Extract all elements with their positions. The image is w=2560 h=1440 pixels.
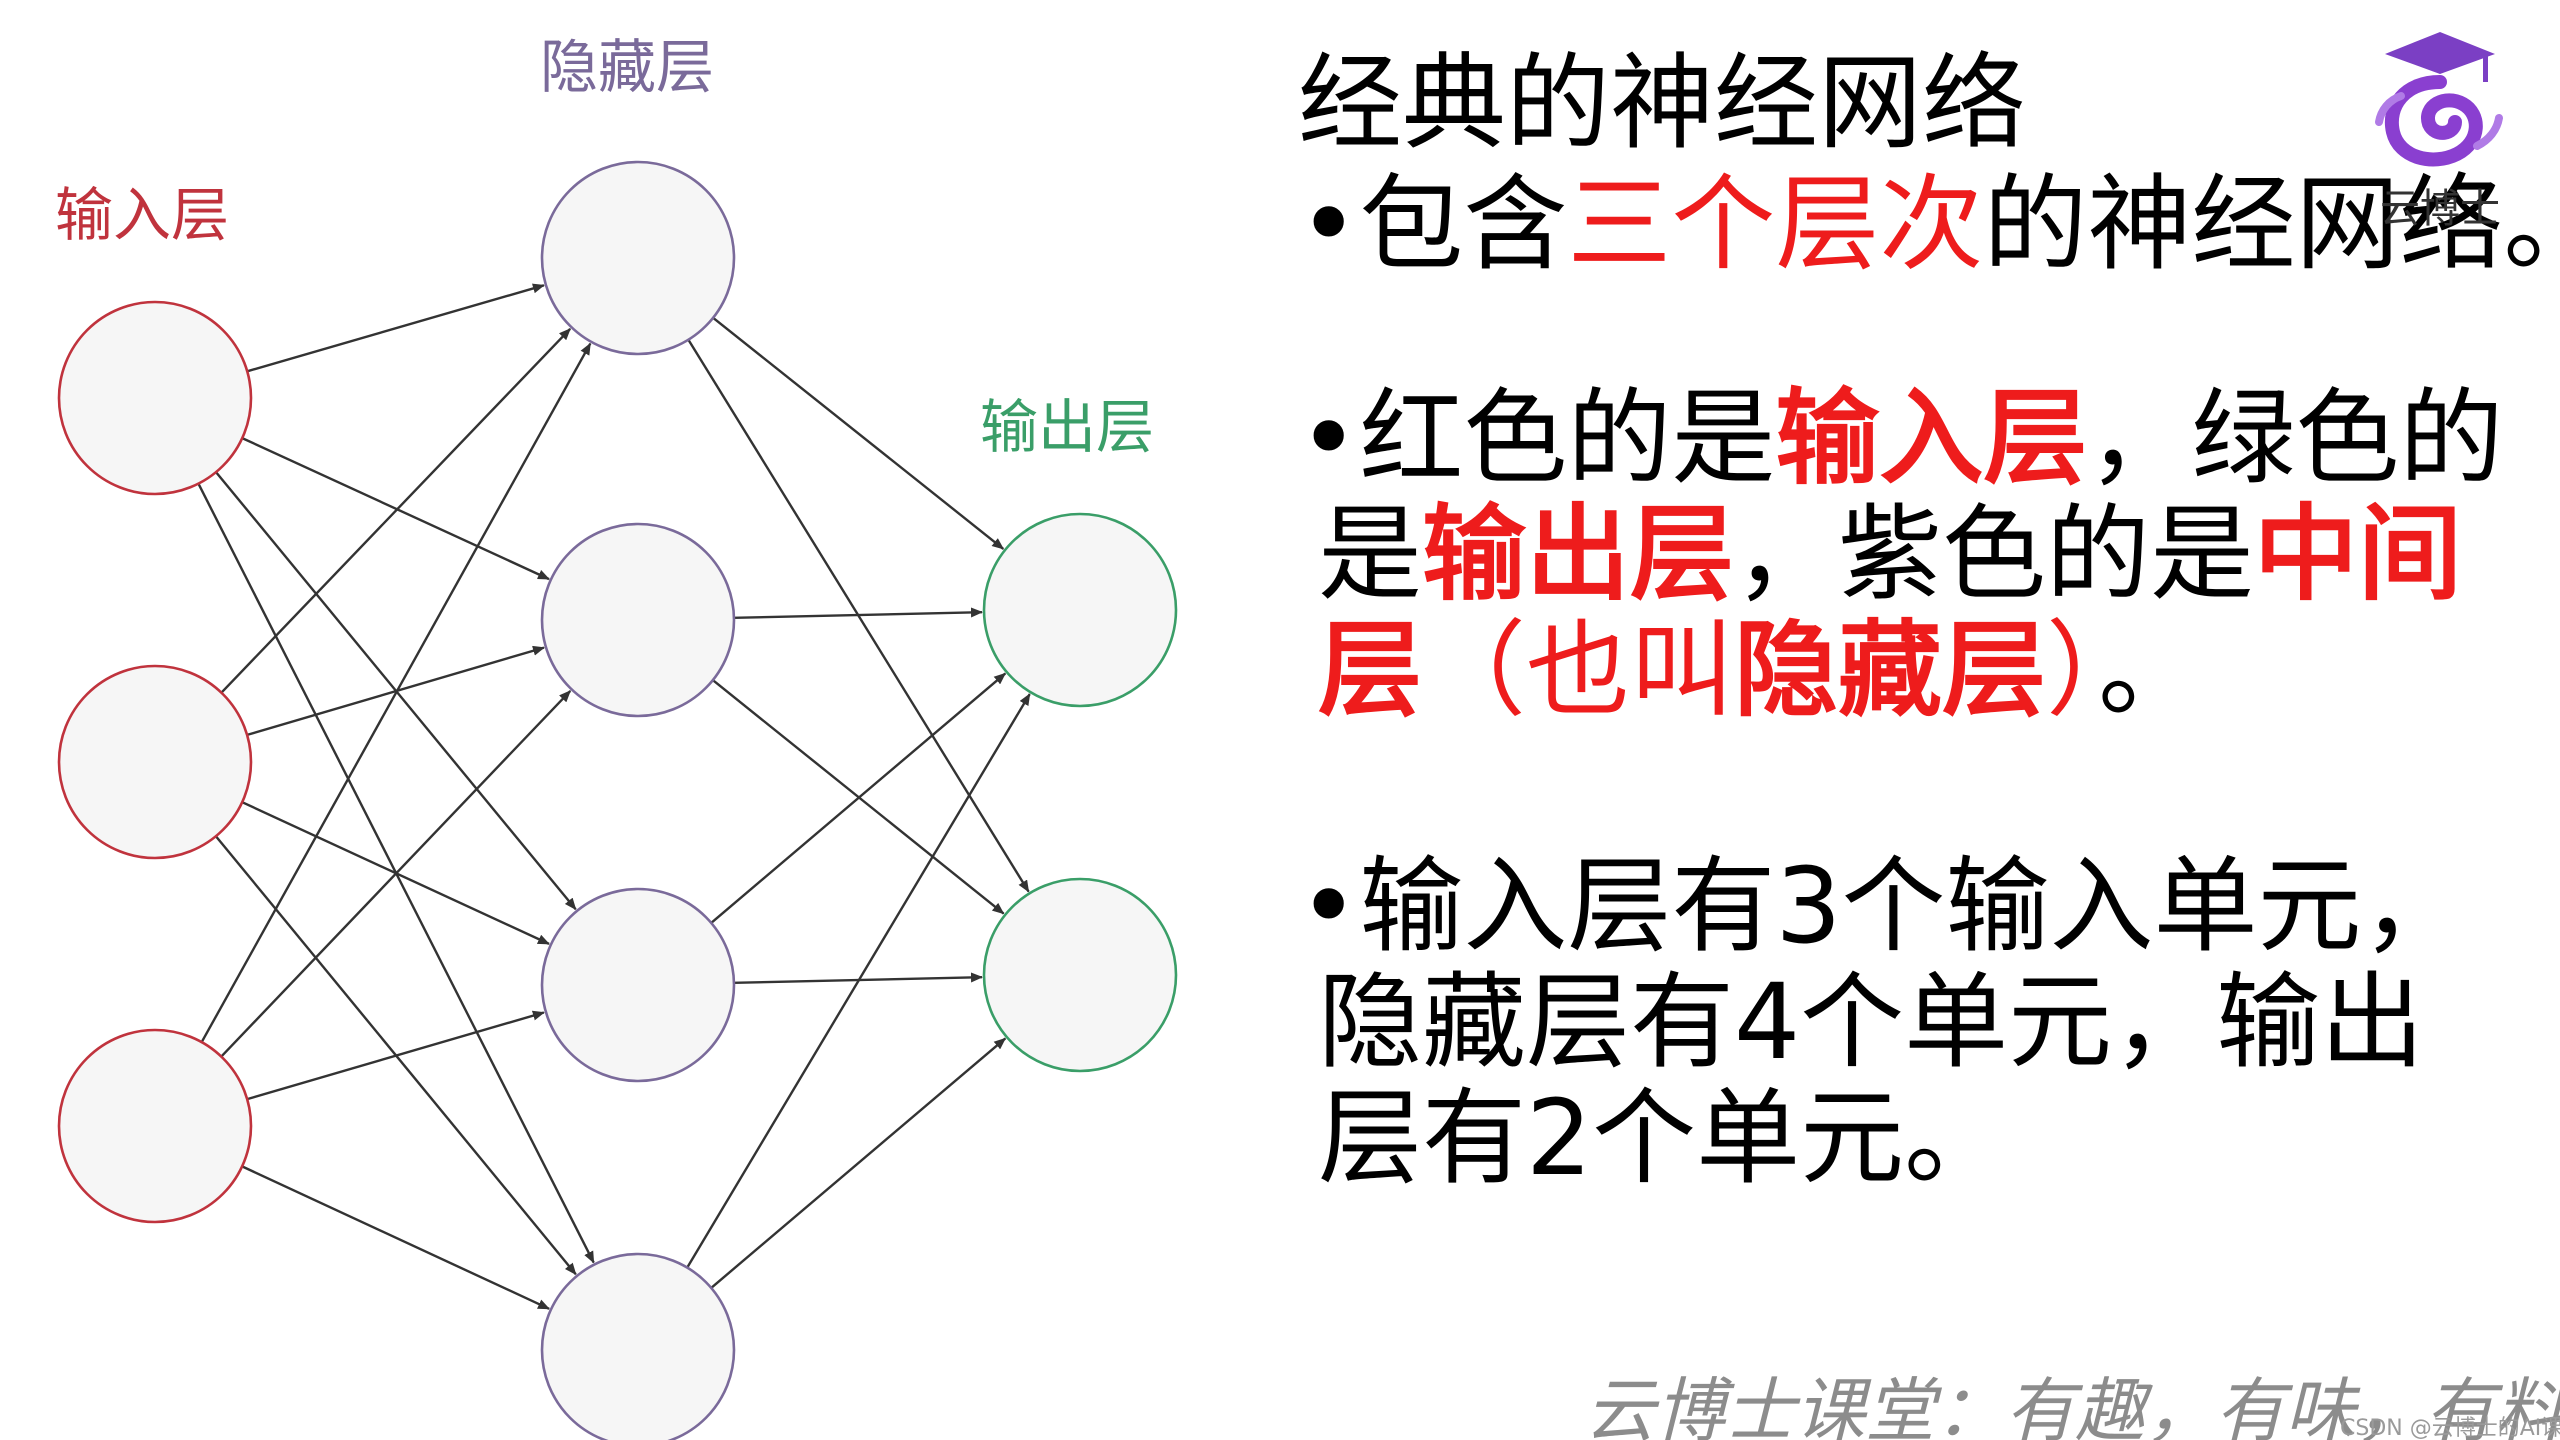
- input-node-3: [57, 1028, 253, 1224]
- bullet1-suffix: 的神经网络。: [1983, 163, 2560, 285]
- connection-arrow-hidden4-to-output2: [710, 1037, 1007, 1289]
- bullet2-period: 。: [2098, 609, 2203, 731]
- slogan: 云博士课堂：有趣，有味，有料: [1585, 1370, 2560, 1440]
- bullet2-text: ，绿色的: [2087, 377, 2504, 499]
- bullet3-line2: 隐藏层有4个单元，输出: [1318, 961, 2425, 1083]
- bullet2-input-layer: 输入层: [1775, 377, 2088, 499]
- brand-logo: 云博士: [2365, 26, 2515, 232]
- connection-arrow-input3-to-hidden3: [246, 1010, 545, 1101]
- connection-arrow-hidden2-to-output1: [733, 607, 983, 619]
- connection-arrow-input1-to-hidden1: [246, 283, 545, 373]
- text-panel: 经典的神经网络 •包含三个层次的神经网络。 •红色的是输入层，绿色的 是输出层，…: [1298, 40, 2560, 1196]
- connection-arrow-input3-to-hidden1: [200, 342, 592, 1043]
- connection-arrow-hidden3-to-output1: [710, 672, 1007, 924]
- bullet2-paren-close: ）: [2046, 609, 2099, 731]
- input-layer-label: 输入层: [55, 181, 230, 249]
- bullet3-line3: 层有2个单元。: [1318, 1077, 2009, 1199]
- bullet2-text: ，紫色的是: [1734, 493, 2255, 615]
- bullet-layer-colors: •红色的是输入层，绿色的 是输出层，紫色的是中间 层（也叫隐藏层）。: [1298, 380, 2548, 728]
- connection-arrow-input3-to-hidden2: [220, 690, 572, 1058]
- output-node-1: [982, 512, 1178, 708]
- input-node-2: [57, 664, 253, 860]
- bullet1-highlight: 三个层次: [1567, 163, 1984, 285]
- neural-network-diagram: [57, 160, 1178, 1440]
- bullet3-line1: •输入层有3个输入单元，: [1298, 845, 2466, 967]
- connection-arrow-input1-to-hidden2: [241, 437, 550, 581]
- logo-text: 云博士: [2380, 186, 2500, 232]
- bullet2-hidden-layer: 隐藏层: [1734, 609, 2047, 731]
- bullet2-middle: 中间: [2254, 493, 2463, 615]
- output-node-2: [982, 877, 1178, 1073]
- input-node-1: [57, 300, 253, 496]
- output-layer-label: 输出层: [980, 393, 1155, 461]
- hidden-node-2: [540, 522, 736, 718]
- connection-arrow-hidden4-to-output1: [686, 693, 1031, 1269]
- connection-arrow-hidden1-to-output1: [712, 316, 1005, 550]
- connection-arrow-input3-to-hidden4: [241, 1165, 551, 1310]
- slide-title: 经典的神经网络: [1298, 42, 2027, 164]
- bullet2-also-called: （也叫: [1422, 609, 1735, 731]
- hidden-node-4: [540, 1252, 736, 1440]
- bullet2-layer: 层: [1318, 609, 1423, 731]
- graduation-cap-spiral-icon: [2375, 32, 2503, 167]
- bullet-three-layers: •包含三个层次的神经网络。: [1298, 163, 2560, 285]
- bullet-unit-counts: •输入层有3个输入单元， 隐藏层有4个单元，输出 层有2个单元。: [1298, 848, 2548, 1196]
- bullet2-text: •红色的是: [1298, 377, 1776, 499]
- connection-arrow-input2-to-hidden1: [220, 327, 572, 694]
- bullet2-output-layer: 输出层: [1422, 493, 1735, 615]
- csdn-watermark: CSDN @云博士的AI课堂: [2340, 1416, 2560, 1440]
- hidden-node-3: [540, 887, 736, 1083]
- bullet2-text: 是: [1318, 493, 1423, 615]
- hidden-node-1: [540, 160, 736, 356]
- hidden-layer-label: 隐藏层: [540, 33, 715, 101]
- bullet1-prefix: •包含: [1298, 163, 1568, 285]
